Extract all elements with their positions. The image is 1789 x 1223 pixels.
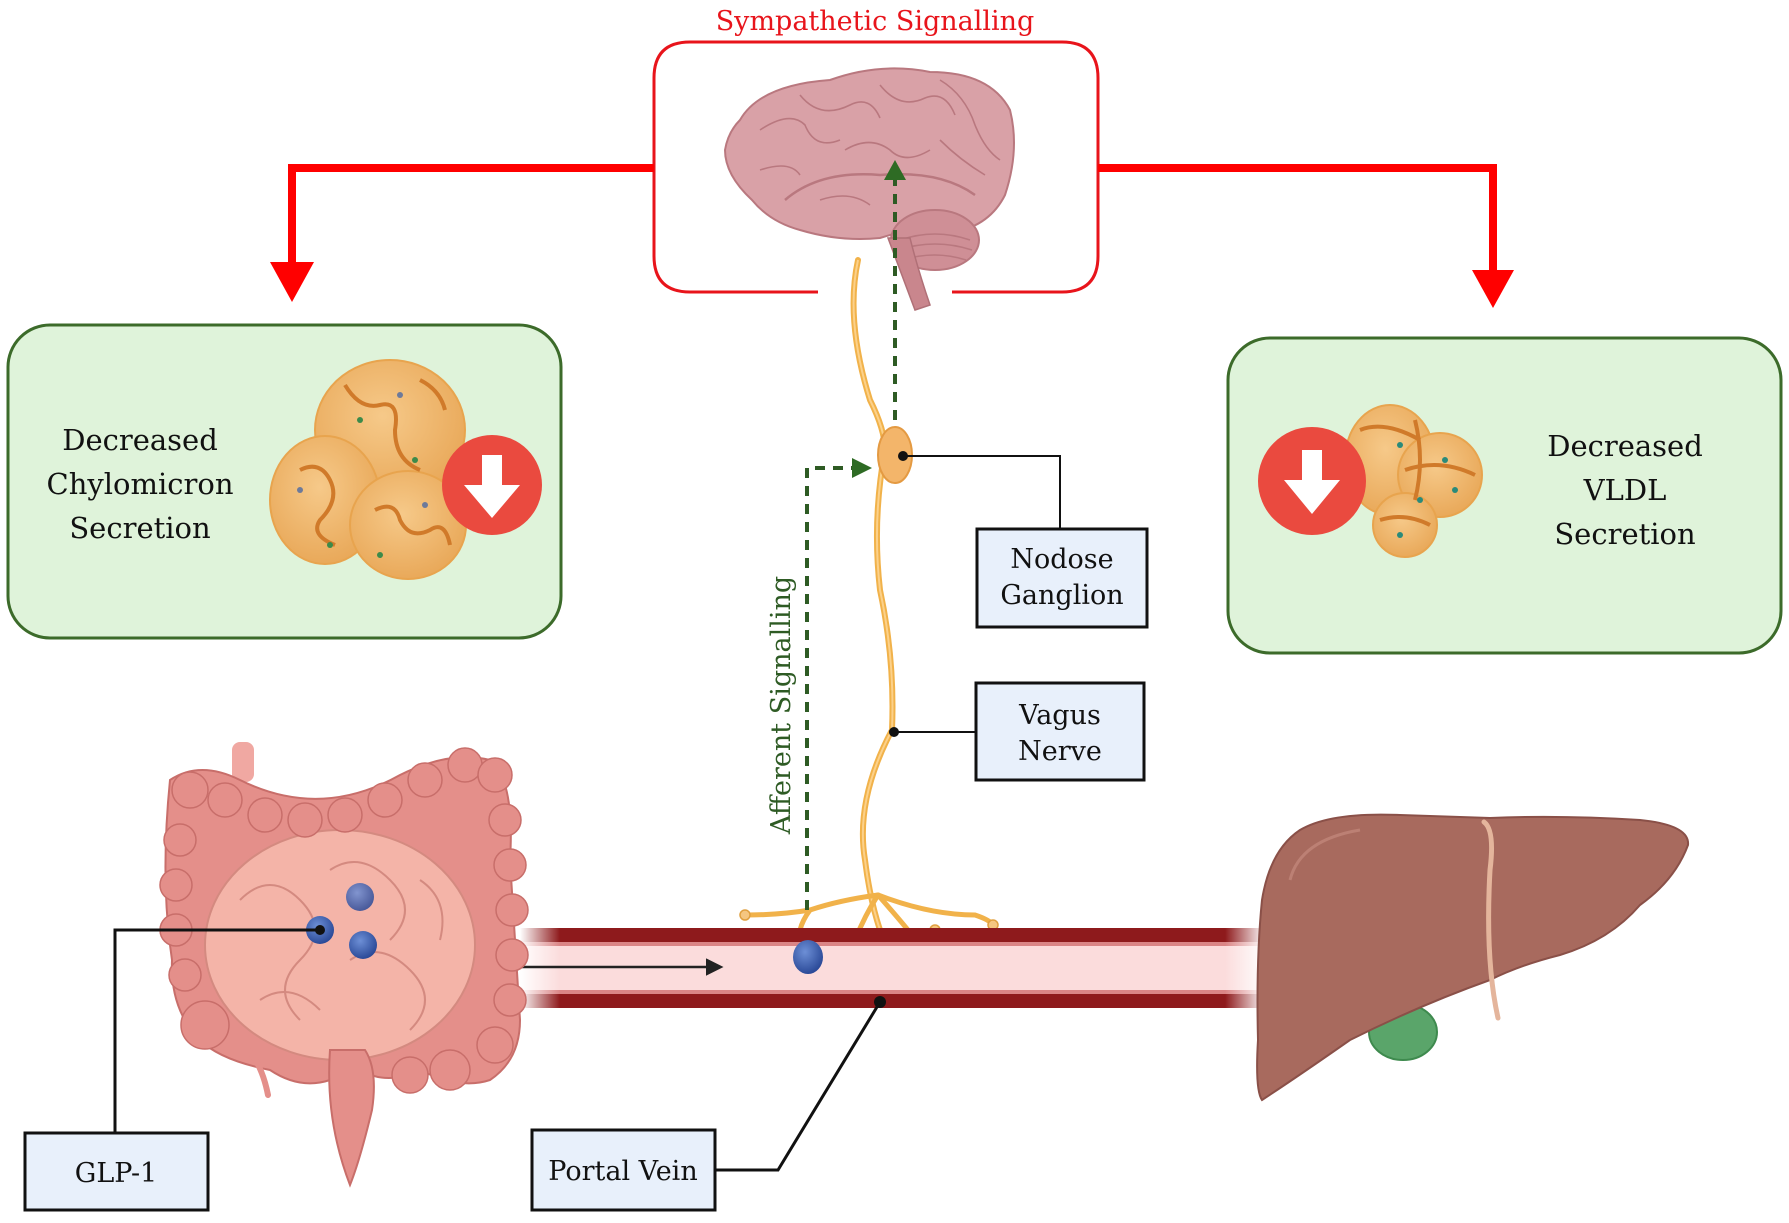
nodose-callout: Nodose Ganglion <box>898 451 1149 629</box>
nodose-label-line1: Nodose <box>1010 544 1113 575</box>
chylomicron-label-line3: Secretion <box>69 511 210 545</box>
chylomicron-label-line2: Chylomicron <box>47 467 234 501</box>
glp1-callout: GLP-1 <box>23 925 325 1212</box>
vagus-label-line2: Nerve <box>1018 736 1102 767</box>
vagus-label-line1: Vagus <box>1018 700 1101 731</box>
decrease-arrow-icon-left <box>442 435 542 535</box>
vldl-label-line1: Decreased <box>1547 429 1703 463</box>
glp1-label: GLP-1 <box>75 1158 158 1189</box>
glp1-particle-vein <box>793 940 823 974</box>
afferent-signalling-label: Afferent Signalling <box>766 576 797 835</box>
chylomicron-label-line1: Decreased <box>62 423 218 457</box>
sympathetic-arrow-left <box>288 164 654 265</box>
sympathetic-arrowhead-left <box>270 262 314 302</box>
nodose-label-line2: Ganglion <box>1000 580 1123 611</box>
glp1-particle <box>346 883 374 911</box>
afferent-path <box>805 466 855 910</box>
glp1-particle <box>349 931 377 959</box>
vldl-icon <box>1344 404 1483 558</box>
chylomicron-icon <box>269 359 467 580</box>
intestine-icon <box>159 742 529 1188</box>
afferent-signalling: Afferent Signalling <box>766 458 872 910</box>
afferent-arrowhead-brain <box>884 160 906 180</box>
decrease-arrow-icon-right <box>1258 427 1366 535</box>
vldl-label-line3: Secretion <box>1554 517 1695 551</box>
sympathetic-arrow-right <box>1098 164 1497 272</box>
liver-icon <box>1256 813 1690 1102</box>
vagus-callout: Vagus Nerve <box>889 681 1146 782</box>
portal-vein-callout: Portal Vein <box>530 996 886 1212</box>
portal-vein-label: Portal Vein <box>548 1156 697 1187</box>
vldl-label-line2: VLDL <box>1583 473 1667 507</box>
brain-frame <box>652 40 1100 294</box>
sympathetic-section: Sympathetic Signalling <box>270 6 1514 420</box>
afferent-arrowhead <box>852 458 872 478</box>
chylomicron-panel: Decreased Chylomicron Secretion <box>6 323 563 640</box>
vldl-panel: Decreased VLDL Secretion <box>1226 336 1783 655</box>
sympathetic-signalling-label: Sympathetic Signalling <box>716 6 1035 37</box>
sympathetic-arrowhead-right <box>1472 270 1514 308</box>
brain-icon <box>723 67 1015 311</box>
